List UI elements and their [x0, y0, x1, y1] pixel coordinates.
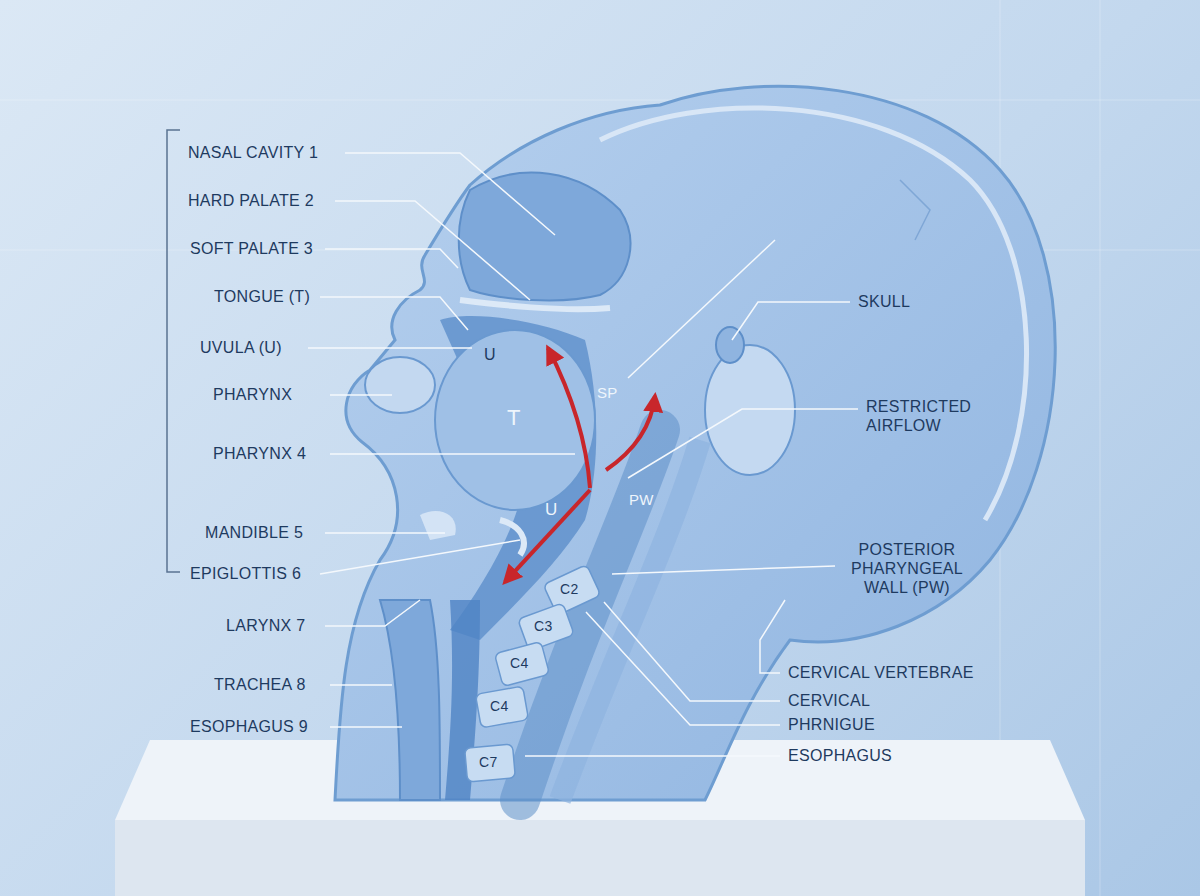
part-label: CERVICAL VERTEBRAE [788, 663, 974, 682]
part-label: ESOPHAGUS 9 [190, 717, 308, 736]
part-label: TRACHEA 8 [214, 675, 306, 694]
part-label: UVULA (U) [200, 338, 282, 357]
part-label: CERVICAL [788, 691, 870, 710]
part-label: SOFT PALATE 3 [190, 239, 313, 258]
part-label: EPIGLOTTIS 6 [190, 564, 301, 583]
vertebra-label: C7 [479, 754, 498, 771]
part-label: ESOPHAGUS [788, 746, 892, 765]
part-label: TONGUE (T) [214, 287, 310, 306]
part-label: PHRNIGUE [788, 715, 875, 734]
vertebra-label: C4 [490, 698, 509, 715]
part-label: POSTERIOR PHARYNGEAL WALL (PW) [842, 540, 972, 598]
callout-letter: PW [629, 491, 654, 509]
part-label: PHARYNX 4 [213, 444, 306, 463]
part-label: PHARYNX [213, 385, 292, 404]
vertebra-label: C3 [534, 618, 553, 635]
callout-letter: U [484, 345, 496, 364]
callout-letter: U [545, 500, 558, 520]
callout-letter: SP [597, 384, 618, 402]
part-label: LARYNX 7 [226, 616, 305, 635]
vertebra-label: C2 [560, 581, 579, 598]
part-label: RESTRICTED AIRFLOW [866, 397, 986, 435]
part-label: HARD PALATE 2 [188, 191, 314, 210]
part-label: SKULL [858, 292, 910, 311]
vertebra-label: C4 [510, 655, 529, 672]
part-label: MANDIBLE 5 [205, 523, 303, 542]
callout-letter: T [507, 405, 521, 431]
part-label: NASAL CAVITY 1 [188, 143, 318, 162]
